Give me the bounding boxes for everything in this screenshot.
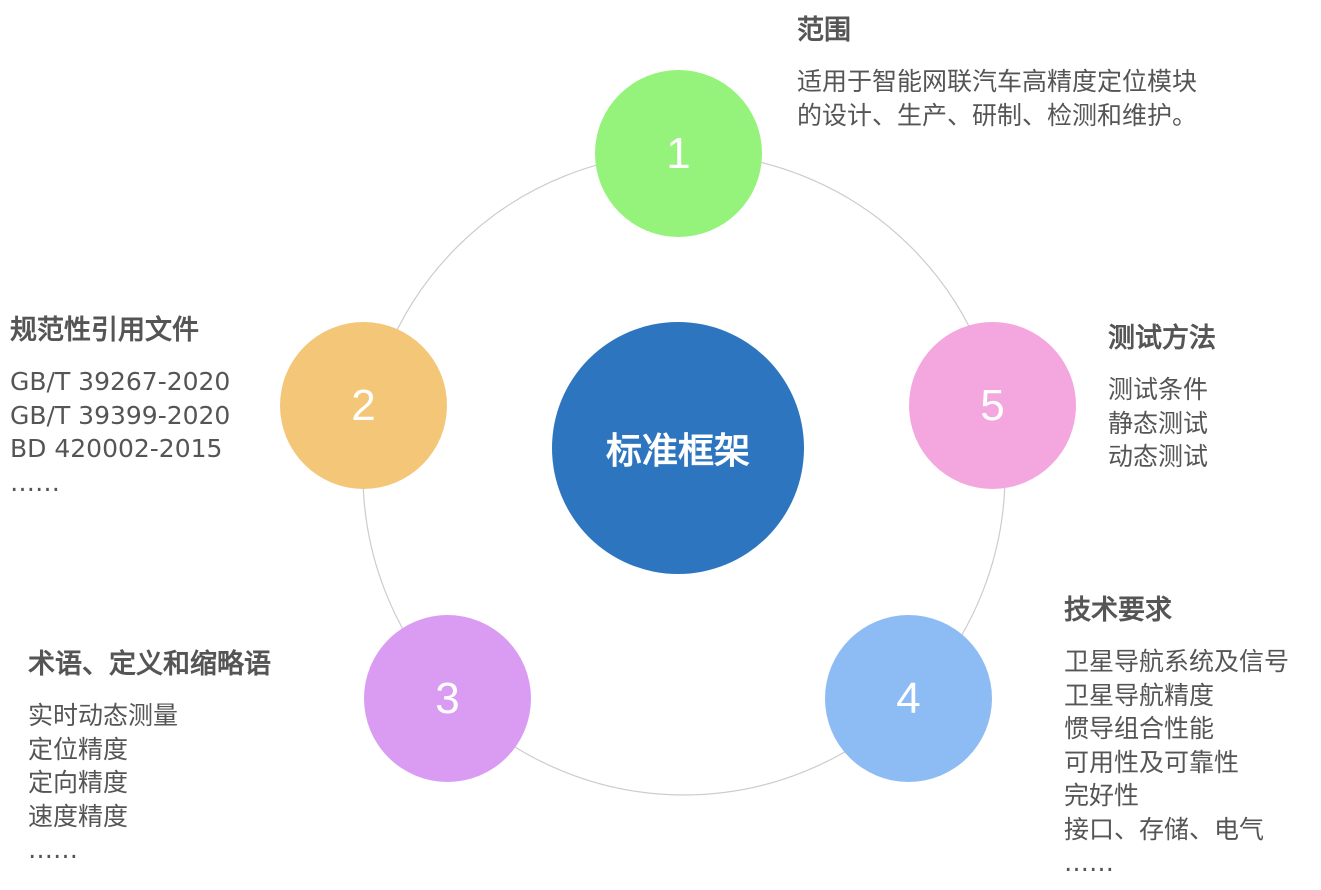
node-1-scope: 1 <box>595 70 762 237</box>
requirements-line: 可用性及可靠性 <box>1064 747 1240 777</box>
center-circle: 标准框架 <box>552 322 804 574</box>
requirements-line: 惯导组合性能 <box>1064 714 1215 743</box>
test-methods-line: 静态测试 <box>1108 408 1209 438</box>
node-3-terms: 3 <box>364 615 531 782</box>
scope-title: 范围 <box>797 15 851 46</box>
references-line: GB/T 39267-2020 <box>10 367 231 396</box>
terms-line: 实时动态测量 <box>28 701 179 730</box>
test-methods-block: 测试方法 测试条件 静态测试 动态测试 <box>1108 316 1216 474</box>
node-5-test-methods: 5 <box>909 322 1076 489</box>
requirements-line: 卫星导航系统及信号 <box>1064 647 1290 676</box>
references-block: 规范性引用文件 GB/T 39267-2020 GB/T 39399-2020 … <box>10 308 230 499</box>
terms-block: 术语、定义和缩略语 实时动态测量 定位精度 定向精度 速度精度 …… <box>28 642 271 867</box>
scope-block: 范围 适用于智能网联汽车高精度定位模块 的设计、生产、研制、检测和维护。 <box>797 8 1197 132</box>
scope-line: 适用于智能网联汽车高精度定位模块 <box>797 67 1198 96</box>
requirements-title: 技术要求 <box>1064 595 1172 626</box>
test-methods-line: 测试条件 <box>1108 375 1209 404</box>
references-line: BD 420002-2015 <box>10 434 223 463</box>
terms-line: 速度精度 <box>28 801 129 831</box>
requirements-line: 卫星导航精度 <box>1064 680 1215 710</box>
node-4-requirements: 4 <box>825 615 992 782</box>
terms-title: 术语、定义和缩略语 <box>28 649 271 680</box>
scope-line: 的设计、生产、研制、检测和维护。 <box>797 100 1198 130</box>
terms-line: 定向精度 <box>28 768 129 797</box>
terms-line: 定位精度 <box>28 734 129 764</box>
requirements-block: 技术要求 卫星导航系统及信号 卫星导航精度 惯导组合性能 可用性及可靠性 完好性… <box>1064 588 1289 880</box>
references-line: …… <box>10 467 60 497</box>
references-line: GB/T 39399-2020 <box>10 400 231 430</box>
test-methods-line: 动态测试 <box>1108 442 1209 471</box>
terms-line: …… <box>28 835 78 864</box>
node-2-references: 2 <box>280 322 447 489</box>
requirements-line: 接口、存储、电气 <box>1064 814 1265 844</box>
requirements-line: …… <box>1064 848 1114 877</box>
references-title: 规范性引用文件 <box>10 315 199 346</box>
test-methods-title: 测试方法 <box>1108 323 1216 354</box>
requirements-line: 完好性 <box>1064 781 1140 810</box>
